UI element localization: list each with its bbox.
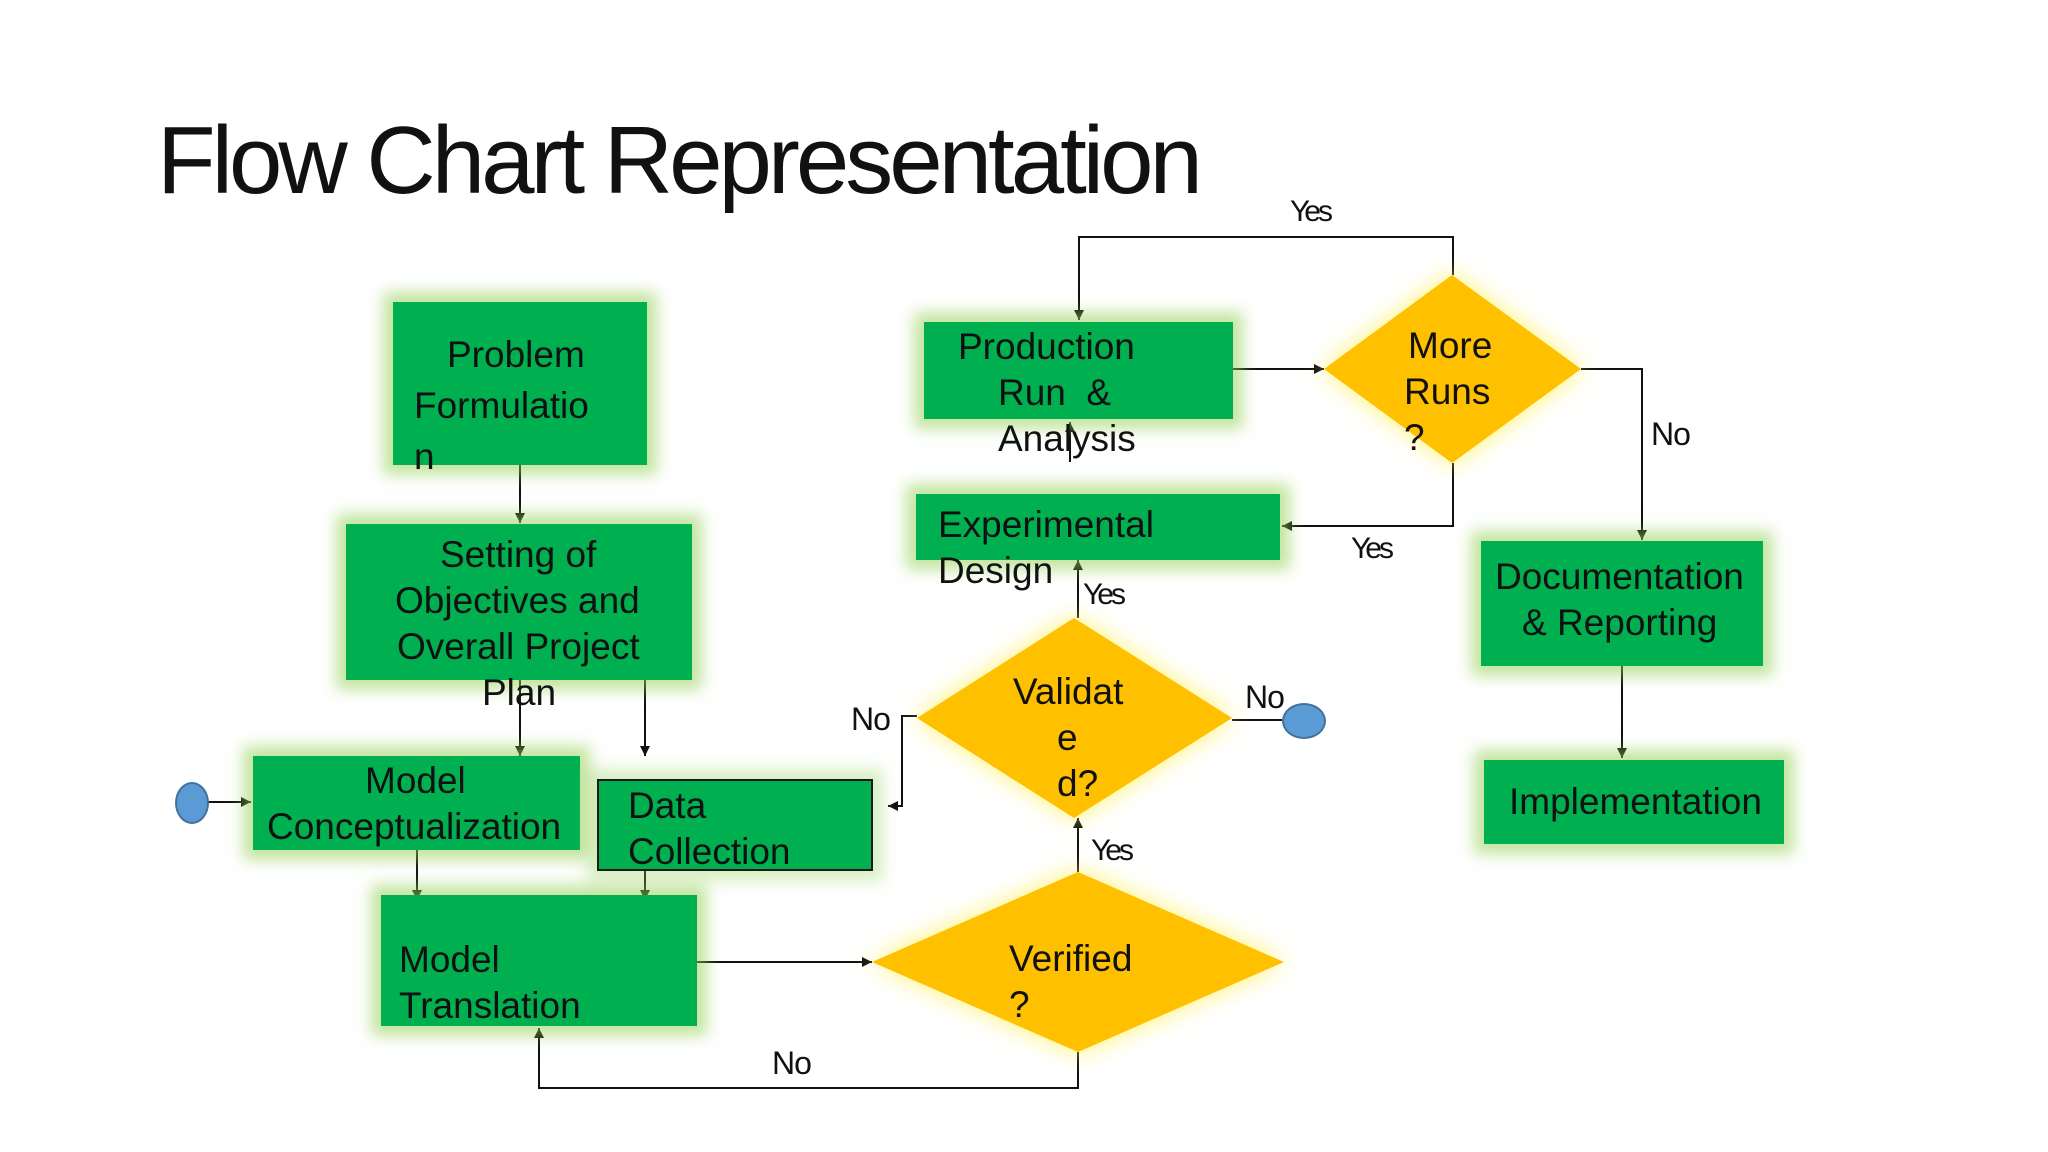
- label-no-verified: No: [772, 1045, 812, 1081]
- model-translation-box: Model Translation: [381, 895, 697, 1026]
- label-no-right: No: [1651, 416, 1691, 452]
- verified-line-2: ?: [1009, 984, 1030, 1025]
- documentation-line-1: Documentation: [1495, 556, 1744, 597]
- verified-line-1: Verified: [1009, 938, 1133, 979]
- more-runs-line-2: Runs: [1404, 371, 1491, 412]
- documentation-line-2: & Reporting: [1522, 602, 1718, 643]
- label-yes-more-runs: Yes: [1351, 532, 1394, 565]
- validated-diamond-shape: [917, 618, 1232, 818]
- more-runs-line-3: ?: [1404, 417, 1425, 458]
- objectives-box: Setting of Objectives and Overall Projec…: [346, 524, 692, 713]
- arrow-verified-no-to-translation: [534, 1028, 1079, 1089]
- label-no-validated-right: No: [1245, 679, 1285, 715]
- label-yes-verified: Yes: [1091, 834, 1134, 867]
- implementation-label: Implementation: [1509, 781, 1762, 822]
- production-run-line-1: Production: [958, 326, 1135, 367]
- model-translation-line-2: Translation: [399, 985, 581, 1026]
- arrow-more-runs-yes-to-production: [1074, 236, 1454, 320]
- verified-decision: Verified ?: [872, 872, 1284, 1052]
- label-yes-validated: Yes: [1083, 578, 1126, 611]
- production-run-line-2: Run &: [998, 372, 1112, 413]
- validated-line-1: Validat: [1013, 671, 1124, 712]
- label-no-validated-left: No: [851, 701, 891, 737]
- more-runs-diamond-shape: [1324, 275, 1581, 463]
- model-conceptualization-line-1: Model: [365, 760, 466, 801]
- experimental-design-line-2: Design: [938, 550, 1054, 591]
- arrow-more-runs-yes-to-experimental: [1282, 463, 1454, 531]
- model-conceptualization-box: Model Conceptualization: [253, 756, 580, 850]
- validated-line-3: d?: [1057, 763, 1099, 804]
- end-terminal: [1282, 703, 1326, 739]
- objectives-line-4: Plan: [482, 672, 557, 713]
- production-run-box: Production Run & Analysis: [924, 322, 1233, 459]
- problem-formulation-box: Problem Formulatio n: [393, 302, 647, 477]
- experimental-design-line-1: Experimental: [938, 504, 1154, 545]
- documentation-box: Documentation & Reporting: [1481, 541, 1763, 666]
- problem-formulation-line-3: n: [414, 436, 435, 477]
- production-run-line-3: Analysis: [998, 418, 1136, 459]
- page-title: Flow Chart Representation: [157, 107, 1203, 214]
- more-runs-line-1: More: [1408, 325, 1493, 366]
- verified-diamond-shape: [872, 872, 1284, 1052]
- problem-formulation-line-2: Formulatio: [414, 385, 589, 426]
- arrow-more-runs-no-to-documentation: [1581, 368, 1647, 540]
- objectives-line-1: Setting of: [440, 534, 597, 575]
- problem-formulation-line-1: Problem: [447, 334, 585, 375]
- objectives-line-3: Overall Project: [397, 626, 640, 667]
- arrow-validated-no-to-data: [888, 715, 917, 811]
- more-runs-decision: More Runs ?: [1324, 275, 1581, 463]
- experimental-design-box: Experimental Design: [916, 494, 1280, 591]
- data-collection-line-1: Data: [628, 785, 707, 826]
- model-translation-line-1: Model: [399, 939, 500, 980]
- validated-decision: Validat e d?: [917, 618, 1232, 818]
- data-collection-box: Data Collection: [597, 779, 873, 872]
- label-yes-top: Yes: [1290, 195, 1333, 228]
- data-collection-line-2: Collection: [628, 831, 791, 872]
- implementation-box: Implementation: [1484, 760, 1784, 844]
- validated-line-2: e: [1057, 717, 1078, 758]
- objectives-line-2: Objectives and: [395, 580, 640, 621]
- model-conceptualization-line-2: Conceptualization: [267, 806, 562, 847]
- start-terminal: [175, 782, 209, 824]
